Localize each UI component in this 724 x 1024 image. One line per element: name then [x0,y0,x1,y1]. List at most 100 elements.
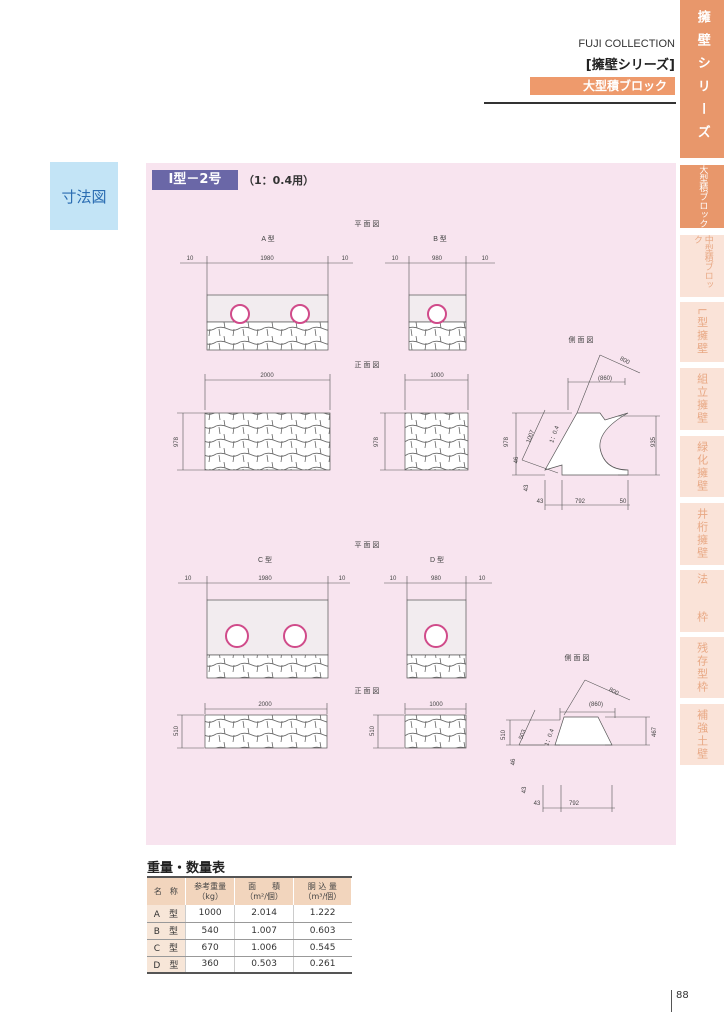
slope-ratio: 1：0.4 [549,425,561,444]
plan-view-label: 平 面 図 [355,220,380,228]
tab-label: 大型積ブロック [697,165,708,228]
dim-label: (860) [589,702,603,708]
page-number: 88 [676,990,689,1001]
dimension-lines [177,256,660,812]
dim-label: 10 [479,576,486,582]
dim-label: 43 [537,499,544,505]
tab-yoheki-series[interactable]: 擁壁シリーズ [680,0,724,158]
tab-assembled-wall[interactable]: 組立擁壁 [680,368,724,430]
tab-label: 補強土壁 [695,708,709,761]
header-weight-unit: （kg） [197,891,223,901]
dim-label: 800 [619,356,631,366]
dim-label: 510 [174,725,180,736]
tab-crib-wall[interactable]: 井桁擁壁 [680,503,724,565]
dim-label: 10 [390,576,397,582]
cell-fill: 0.545 [292,939,352,957]
product-scale: （1：0.4用） [243,174,315,187]
dim-label: 980 [431,576,442,582]
dim-label: 2000 [258,702,272,708]
cell-fill: 0.603 [292,922,352,940]
cell-fill: 0.261 [292,956,352,974]
dim-label: 10 [339,576,346,582]
dim-label: 1000 [430,373,444,379]
dim-label: 43 [522,786,528,793]
tab-green-wall[interactable]: 緑化擁壁 [680,436,724,497]
dim-label: 50 [620,499,627,505]
tab-label: 井桁擁壁 [695,508,709,560]
slope-ratio: 1：0.4 [544,728,556,747]
type-c-label: C 型 [258,555,272,564]
dim-label: 1980 [258,576,272,582]
page-number-divider [671,990,672,1012]
dim-label: 510 [370,725,376,736]
dim-label: 10 [185,576,192,582]
category-badge: 大型積ブロック [530,77,675,95]
dim-label: 46 [514,456,520,463]
cell-fill: 1.222 [292,905,352,923]
tab-label: 法 枠 [695,572,709,630]
dim-label: 2000 [260,373,274,379]
header-area-unit: （m²/個） [245,891,283,901]
cell-area: 1.006 [234,939,294,957]
tab-label: 残存型枠 [695,641,709,694]
dim-label: 43 [524,484,530,491]
tab-label: 擁壁シリーズ [694,10,710,148]
tab-label: 組立擁壁 [695,373,709,425]
dim-label: (860) [598,376,612,382]
series-title: [擁壁シリーズ] [585,58,675,73]
side-view-label: 側 面 図 [569,335,594,344]
header-name: 名 称 [147,877,186,905]
dim-label: 792 [569,801,580,807]
tab-reinforced-soil[interactable]: 補強土壁 [680,704,724,765]
cell-weight: 540 [184,922,235,940]
cell-name: B 型 [147,922,186,940]
section-label: 寸法図 [50,162,118,230]
header-area-label: 面 積 [248,881,281,891]
dim-label: 980 [432,256,443,262]
type-a-label: A 型 [261,234,274,243]
tab-formwork[interactable]: 残存型枠 [680,637,724,698]
plan-view-label: 平 面 図 [355,541,380,549]
cell-weight: 360 [184,956,235,974]
cell-area: 1.007 [234,922,294,940]
dim-label: 978 [174,436,180,447]
cell-name: A 型 [147,905,186,923]
product-title: I型－2号 [152,170,238,190]
collection-name: FUJI COLLECTION [578,38,675,50]
dim-label: 10 [392,256,399,262]
tab-medium-block[interactable]: 中型積ブロック [680,235,724,297]
header-area: 面 積（m²/個） [234,877,294,905]
dim-label: 1000 [429,702,443,708]
header-fill-unit: （m³/個） [303,891,342,901]
dim-label: 978 [374,436,380,447]
front-view-label: 正 面 図 [355,687,380,695]
tab-label: 緑化擁壁 [695,440,709,493]
dim-label: 792 [575,499,586,505]
front-view-label: 正 面 図 [355,361,380,369]
type-d-label: D 型 [430,555,444,564]
dim-label: 10 [342,256,349,262]
dim-label: 935 [651,436,657,447]
header-weight: 参考重量（kg） [185,877,236,905]
header-fill: 胴 込 量（m³/個） [293,877,353,905]
dim-label: 978 [504,436,510,447]
tab-slope-frame[interactable]: 法 枠 [680,570,724,632]
dim-label: 510 [501,729,507,740]
type-b-label: B 型 [433,234,447,243]
header-fill-label: 胴 込 量 [307,881,337,891]
dim-label: 10 [187,256,194,262]
dim-label: 1007 [526,429,536,444]
cell-name: C 型 [147,939,186,957]
cell-name: D 型 [147,956,186,974]
tab-l-wall[interactable]: L型擁壁 [680,302,724,362]
dim-label: 467 [652,726,658,737]
dim-label: 46 [511,758,517,765]
header-weight-label: 参考重量 [194,881,227,891]
side-view-label: 側 面 図 [565,653,590,662]
tab-large-block[interactable]: 大型積ブロック [680,165,724,228]
